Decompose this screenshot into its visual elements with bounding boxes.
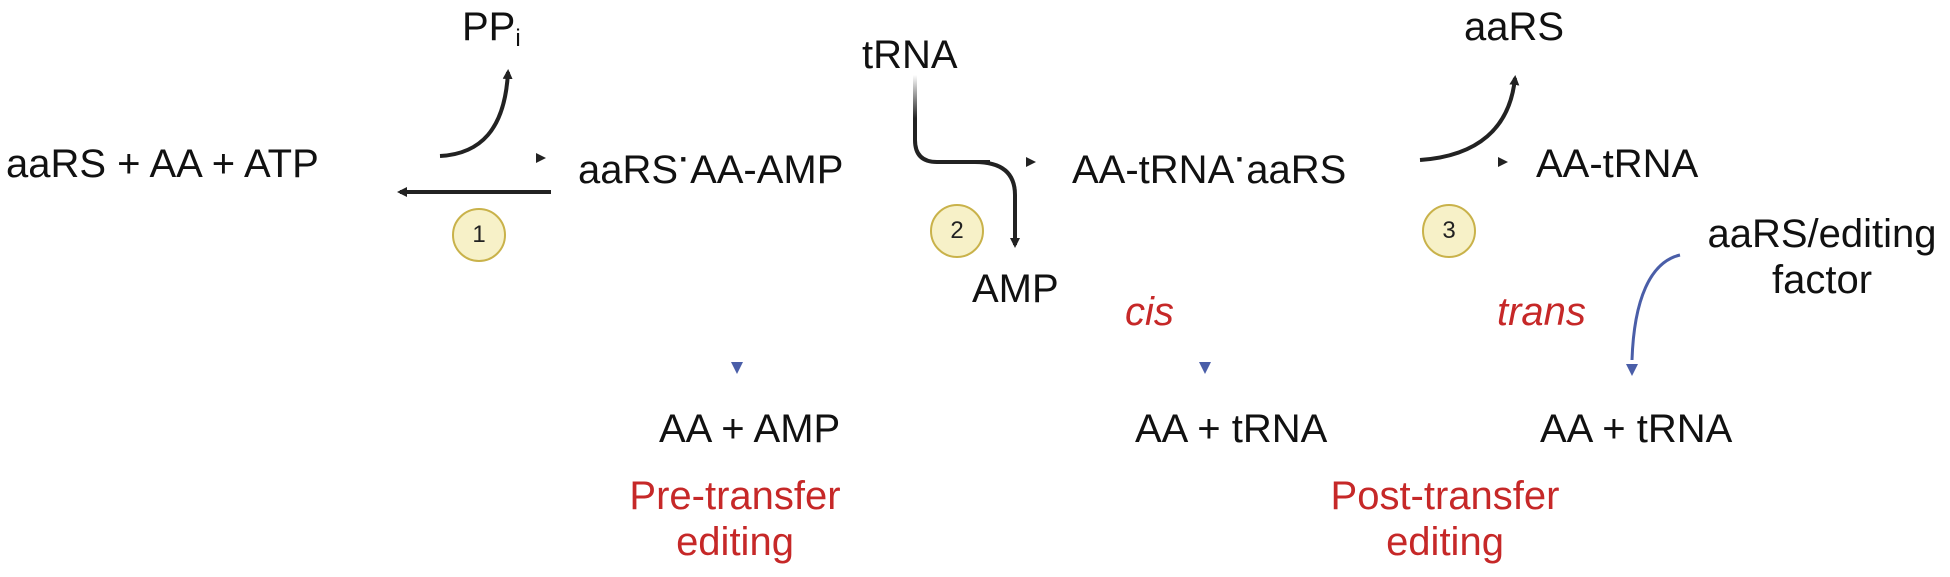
cis-label: cis [1125,290,1174,334]
trans-products: AA + tRNA [1540,407,1733,451]
complex-dot: · [1235,143,1246,176]
step-3-badge: 3 [1422,204,1476,258]
editing-factor-line1: aaRS/editing [1707,212,1937,256]
aars-release-arrow [1419,75,1520,162]
ppi-label: PPi [462,4,521,62]
cis-products: AA + tRNA [1135,407,1328,451]
step-1-badge: 1 [452,208,506,262]
post-transfer-title-line1: Post-transfer [1330,474,1560,518]
complex-dot: · [679,143,690,176]
aa-trna-aars-left: AA-tRNA [1072,148,1235,192]
editing-factor-label: aaRS/editing factor [1691,211,1950,303]
editing-factor-line2: factor [1771,258,1873,302]
reactants-label: aaRS + AA + ATP [6,142,319,186]
trans-label: trans [1497,290,1586,334]
aars-output-label: aaRS [1464,5,1565,49]
step-2-badge: 2 [930,204,984,258]
aa-trna-aars-right: aaRS [1246,148,1347,192]
amp-output-label: AMP [972,267,1059,311]
post-transfer-title-line2: editing [1386,520,1504,564]
pre-transfer-products: AA + AMP [659,407,841,451]
pre-transfer-title-line2: editing [676,520,794,564]
ppi-release-arrow [439,69,513,158]
trna-input-label: tRNA [862,33,958,77]
aars-aa-amp-left: aaRS [578,148,679,192]
editing-factor-curve [1630,253,1681,361]
aa-trna-aars-label: AA-tRNA·aaRS [1072,143,1347,197]
amp-release-arrow [974,160,1020,248]
aa-trna-product-label: AA-tRNA [1536,142,1699,186]
pre-transfer-editing-title: Pre-transfer editing [595,473,875,565]
ppi-main-text: PP [462,5,516,49]
pre-transfer-title-line1: Pre-transfer [629,474,841,518]
ppi-subscript: i [515,25,521,52]
post-transfer-editing-title: Post-transfer editing [1290,473,1600,565]
aars-aa-amp-label: aaRS·AA-AMP [578,143,844,197]
aars-aa-amp-right: AA-AMP [690,148,844,192]
trna-entry-arrow [913,75,990,164]
